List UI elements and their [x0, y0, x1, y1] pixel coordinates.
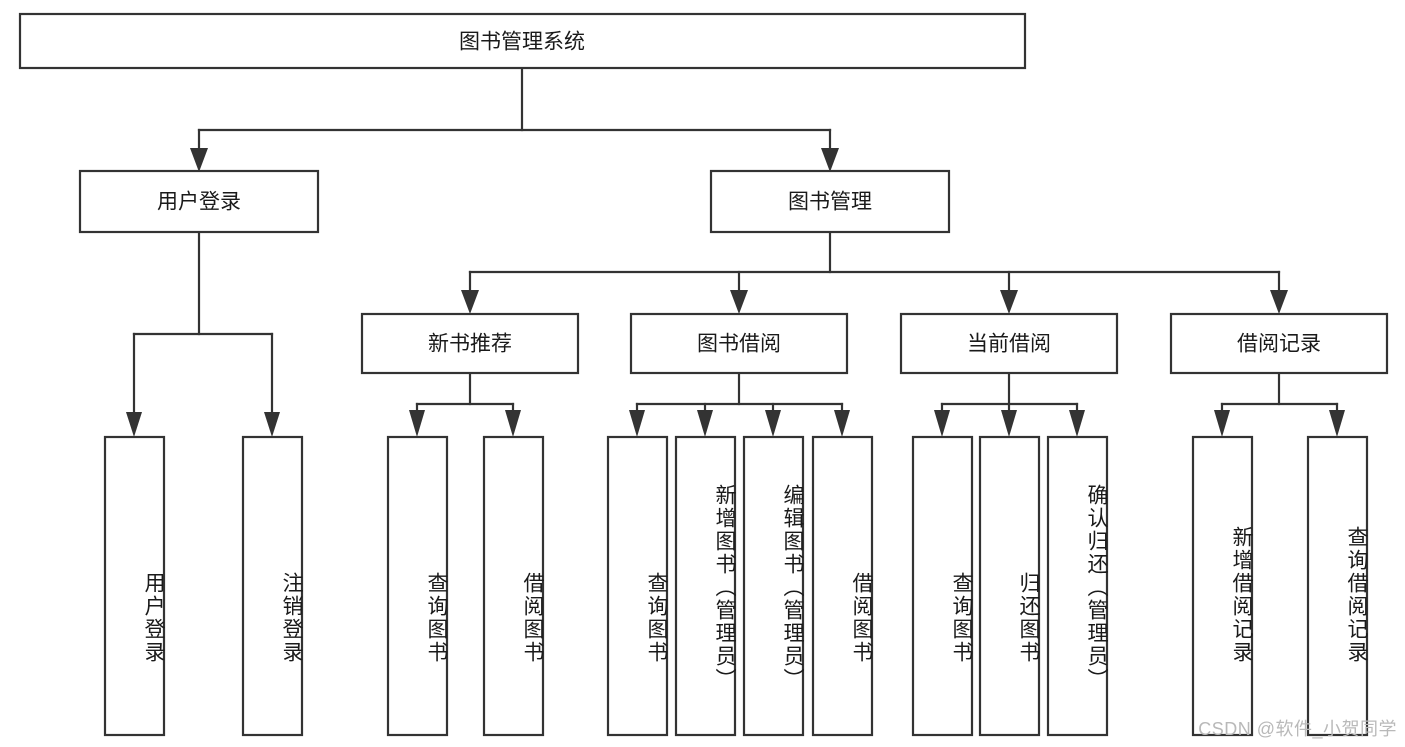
arrow-head-leaf-logout — [264, 412, 280, 437]
connectors-user-login-to-leaves — [126, 230, 280, 437]
leaf-box-book-borrow-0[interactable] — [606, 435, 669, 737]
arrow-head-cb-leaf-2 — [1001, 410, 1017, 437]
node-box-borrow-record[interactable] — [1169, 312, 1389, 375]
label-new-book-recommend: 新书推荐 — [428, 333, 512, 356]
label-user-login: 用户登录 — [157, 191, 241, 214]
label-root: 图书管理系统 — [459, 31, 585, 54]
node-box-current-borrow[interactable] — [899, 312, 1119, 375]
leaf-box-current-borrow-0[interactable] — [911, 435, 974, 737]
arrow-head-book-manage — [821, 148, 839, 172]
connectors-root-to-level2 — [190, 66, 839, 172]
connectors-borrow-record-to-leaves — [1214, 371, 1345, 437]
connectors-book-borrow-to-leaves — [629, 371, 850, 437]
arrow-head-current-borrow — [1000, 290, 1018, 314]
leaf-box-borrow-record-0[interactable] — [1191, 435, 1254, 737]
label-book-manage: 图书管理 — [788, 191, 872, 214]
leaf-box-book-borrow-2[interactable] — [742, 435, 805, 737]
arrow-head-nb-leaf-2 — [505, 410, 521, 437]
leaf-box-user-login-0[interactable] — [103, 435, 166, 737]
node-box-user-login[interactable] — [78, 169, 320, 234]
leaf-box-new-book-1[interactable] — [482, 435, 545, 737]
label-borrow-record: 借阅记录 — [1237, 333, 1321, 356]
leaf-box-current-borrow-1[interactable] — [978, 435, 1041, 737]
connectors-current-borrow-to-leaves — [934, 371, 1085, 437]
leaf-box-new-book-0[interactable] — [386, 435, 449, 737]
node-box-book-manage[interactable] — [709, 169, 951, 234]
node-box-book-borrow[interactable] — [629, 312, 849, 375]
arrow-head-cb-leaf-1 — [934, 410, 950, 437]
arrow-head-bb-leaf-4 — [834, 410, 850, 437]
csdn-watermark: CSDN @软件_小贺同学 — [1198, 719, 1397, 739]
arrow-head-leaf-user-login — [126, 412, 142, 437]
arrow-head-book-borrow — [730, 290, 748, 314]
leaf-box-book-borrow-1[interactable] — [674, 435, 737, 737]
leaf-box-borrow-record-1[interactable] — [1306, 435, 1369, 737]
leaf-box-book-borrow-3[interactable] — [811, 435, 874, 737]
arrow-head-br-leaf-2 — [1329, 410, 1345, 437]
label-book-borrow: 图书借阅 — [697, 333, 781, 356]
label-current-borrow: 当前借阅 — [967, 333, 1051, 356]
arrow-head-borrow-record — [1270, 290, 1288, 314]
arrow-head-bb-leaf-2 — [697, 410, 713, 437]
node-box-new-book-recommend[interactable] — [360, 312, 580, 375]
node-box-root[interactable] — [18, 12, 1027, 70]
arrow-head-cb-leaf-3 — [1069, 410, 1085, 437]
arrow-head-nb-leaf-1 — [409, 410, 425, 437]
arrow-head-new-book — [461, 290, 479, 314]
connectors-new-book-to-leaves — [409, 371, 521, 437]
arrow-head-bb-leaf-1 — [629, 410, 645, 437]
arrow-head-br-leaf-1 — [1214, 410, 1230, 437]
leaf-box-user-login-1[interactable] — [241, 435, 304, 737]
arrow-head-bb-leaf-3 — [765, 410, 781, 437]
leaf-box-current-borrow-2[interactable] — [1046, 435, 1109, 737]
connectors-book-manage-to-level3 — [461, 230, 1288, 314]
arrow-head-user-login — [190, 148, 208, 172]
